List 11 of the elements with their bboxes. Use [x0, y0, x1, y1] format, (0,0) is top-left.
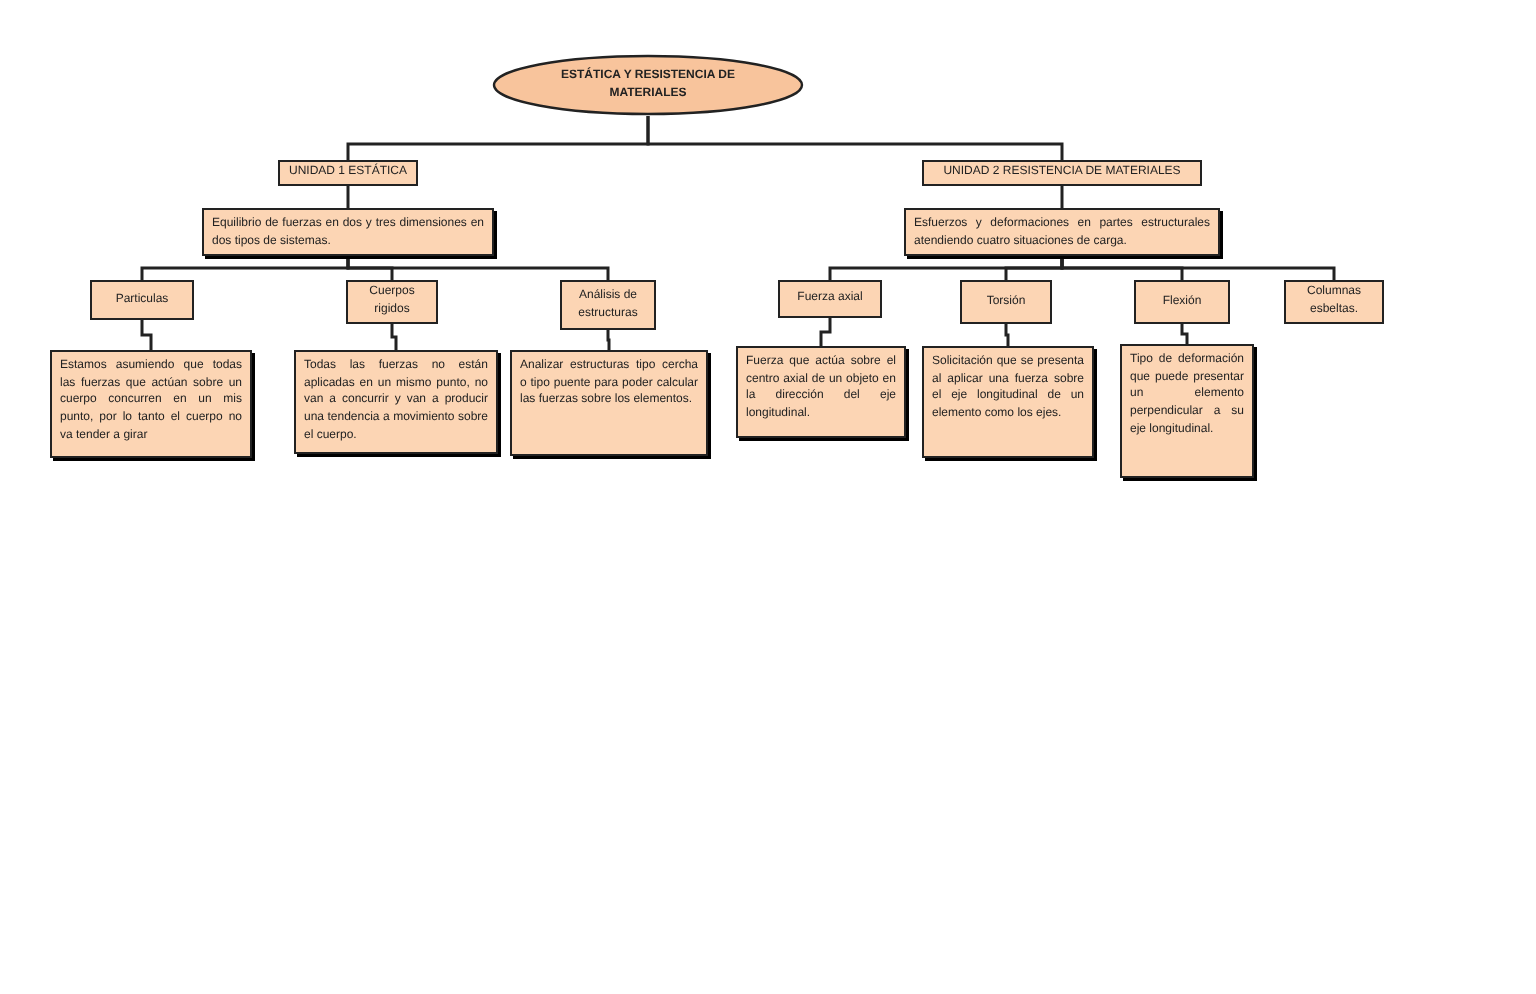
connector-line [1060, 256, 1336, 280]
connector-line [390, 324, 398, 350]
connector-line [346, 186, 350, 208]
connector-line [140, 320, 153, 350]
connector-line [646, 116, 1064, 160]
connector-line [819, 318, 832, 346]
connector-line [346, 256, 610, 280]
connector-line [1180, 324, 1189, 344]
connector-line [1060, 186, 1064, 208]
connector-line [606, 330, 611, 350]
connector-line [1004, 324, 1010, 346]
